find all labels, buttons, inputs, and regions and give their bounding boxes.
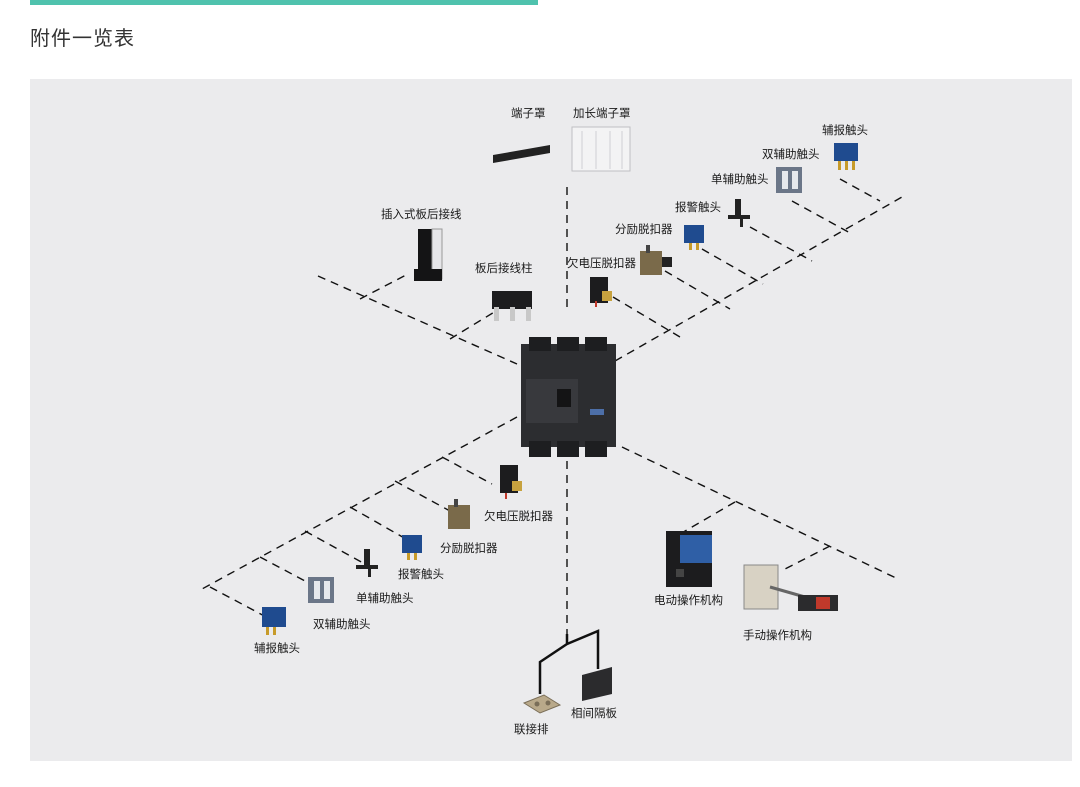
top-double-aux-contact-icon	[776, 167, 802, 193]
top-single-aux-contact-icon	[728, 199, 750, 227]
label-top-fault-alarm: 辅报触头	[822, 123, 868, 137]
label-manual-operator: 手动操作机构	[743, 628, 812, 642]
rear-wiring-post-icon	[492, 291, 532, 321]
accent-bar	[30, 0, 538, 5]
bot-double-aux-contact-icon	[308, 577, 334, 603]
top-undervoltage-release-icon	[590, 277, 612, 307]
bot-fault-alarm-contact-icon	[262, 607, 286, 635]
phase-barrier-icon	[582, 667, 612, 701]
bot-single-aux-contact-icon	[356, 549, 378, 577]
label-bot-single-aux: 单辅助触头	[356, 591, 414, 605]
label-top-undervoltage: 欠电压脱扣器	[567, 256, 636, 270]
bot-undervoltage-release-icon	[500, 465, 522, 499]
label-bot-double-aux: 双辅助触头	[313, 617, 371, 631]
top-alarm-contact-icon	[684, 225, 704, 250]
label-plugin-rear-wiring: 插入式板后接线	[381, 207, 462, 221]
connector-lines	[201, 178, 903, 634]
terminal-cover-icon	[493, 145, 550, 163]
label-terminal-cover: 端子罩	[511, 106, 546, 120]
circuit-breaker	[521, 337, 616, 457]
label-bot-shunt: 分励脱扣器	[440, 541, 498, 555]
label-top-alarm: 报警触头	[675, 200, 721, 214]
label-rear-wiring-post: 板后接线柱	[475, 261, 533, 275]
label-long-terminal-cover: 加长端子罩	[573, 106, 631, 120]
solid-connector	[538, 629, 600, 694]
plugin-rear-wiring-icon	[414, 228, 443, 281]
label-motor-operator: 电动操作机构	[654, 593, 723, 607]
top-fault-alarm-contact-icon	[834, 143, 858, 170]
page-title: 附件一览表	[30, 26, 135, 50]
label-phase-barrier: 相间隔板	[571, 706, 617, 720]
bot-shunt-release-icon	[448, 499, 470, 529]
accessory-diagram: 端子罩 加长端子罩 辅报触头 双辅助触头 单辅助触头 报警触头 分励脱扣器 欠电…	[30, 79, 1072, 761]
long-terminal-cover-icon	[571, 126, 631, 172]
manual-operator-icon	[743, 564, 838, 611]
label-top-double-aux: 双辅助触头	[762, 147, 820, 161]
label-busbar-link: 联接排	[514, 722, 549, 736]
top-shunt-release-icon	[640, 245, 672, 275]
label-bot-undervoltage: 欠电压脱扣器	[484, 509, 553, 523]
bot-alarm-contact-icon	[402, 535, 422, 560]
label-top-shunt: 分励脱扣器	[615, 222, 673, 236]
label-top-single-aux: 单辅助触头	[711, 172, 769, 186]
diagram-canvas	[201, 126, 903, 714]
label-bot-alarm: 报警触头	[398, 567, 444, 581]
busbar-link-icon	[522, 694, 562, 714]
label-bot-fault-alarm: 辅报触头	[254, 641, 300, 655]
motor-operator-icon	[666, 531, 712, 587]
